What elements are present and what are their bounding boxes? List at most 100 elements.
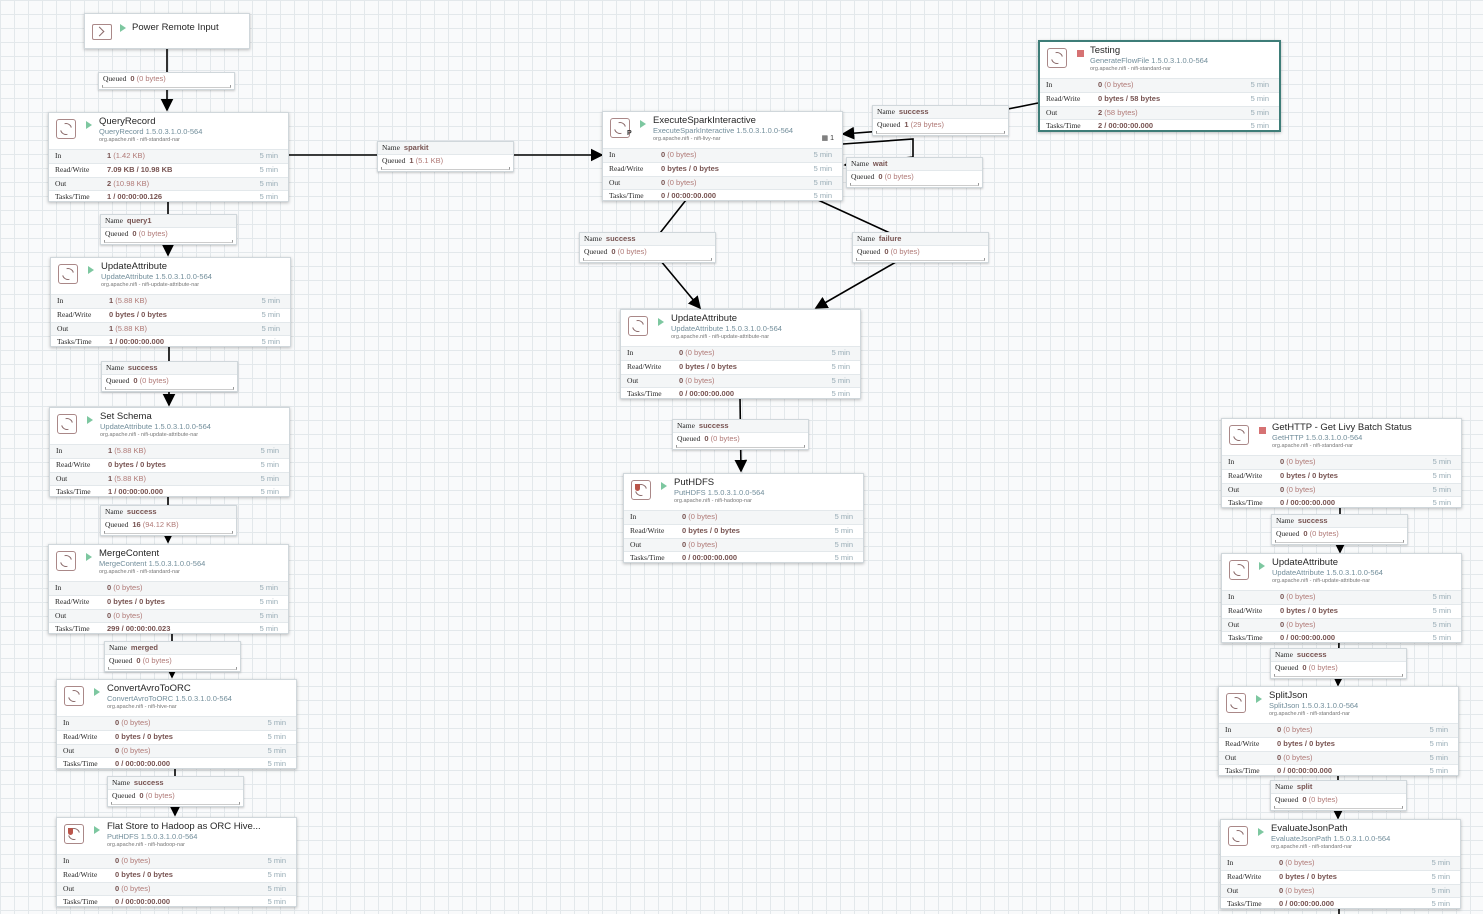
stat-value: 2 / 00:00:00.000 [1098,121,1154,131]
stat-window: 5 min [813,191,832,201]
stat-label: Out [55,178,67,188]
queued-count: 0 [130,74,135,83]
processor-name: Flat Store to Hadoop as ORC Hive... [107,821,261,832]
restricted-shield-icon [635,484,640,491]
stat-value: 0 (0 bytes) [107,583,143,592]
stat-window: 5 min [259,596,278,606]
processor-bundle: org.apache.nifi - nifi-standard-nar [1272,443,1354,449]
queued-label: Queued [106,376,130,385]
processor-flatstore[interactable]: Flat Store to Hadoop as ORC Hive... PutH… [56,817,297,907]
stat-label: Tasks/Time [55,624,90,634]
processor-splitjson[interactable]: SplitJson SplitJson 1.5.0.3.1.0.0-564 or… [1218,686,1459,776]
queued-count: 0 [611,247,616,256]
stat-value: 0 (0 bytes) [679,348,715,357]
processor-icon [1047,48,1067,68]
restricted-shield-icon [68,828,73,835]
queue-bar [104,531,233,534]
processor-type: ConvertAvroToORC 1.5.0.3.1.0.0-564 [107,694,232,703]
stat-label: Tasks/Time [630,553,665,563]
stat-label: Out [55,610,67,620]
stat-window: 5 min [1432,619,1451,629]
relationship-name: success [698,421,729,430]
processor-mergecontent[interactable]: MergeContent MergeContent 1.5.0.3.1.0.0-… [48,544,289,634]
processor-updateattr1[interactable]: UpdateAttribute UpdateAttribute 1.5.0.3.… [50,257,291,347]
input-port-power-remote[interactable]: Power Remote Input [84,13,250,49]
processor-setschema[interactable]: Set Schema UpdateAttribute 1.5.0.3.1.0.0… [49,407,290,497]
processor-gethttp[interactable]: GetHTTP - Get Livy Batch Status GetHTTP … [1221,418,1462,508]
stat-value: 0 bytes / 58 bytes [1098,93,1161,103]
stat-label: Out [1046,107,1058,117]
stat-row-tasks: Tasks/Time 1 / 00:00:00.000 5 min [50,485,289,499]
stat-label: Read/Write [1046,93,1081,103]
processor-bundle: org.apache.nifi - nifi-standard-nar [1090,66,1172,72]
queued-label: Queued [677,434,701,443]
processor-icon [1226,693,1246,713]
stat-row-in: In 1 (5.88 KB) 5 min [50,444,289,458]
stat-row-in: In 0 (0 bytes) 5 min [1221,856,1460,870]
processor-updateattr3[interactable]: UpdateAttribute UpdateAttribute 1.5.0.3.… [1221,553,1462,643]
stat-window: 5 min [834,553,853,563]
stat-row-out: Out 0 (0 bytes) 5 min [49,608,288,623]
stat-window: 5 min [1429,738,1448,748]
stat-value: 1 / 00:00:00.126 [107,192,163,202]
processor-testing[interactable]: Testing GenerateFlowFile 1.5.0.3.1.0.0-5… [1038,40,1281,132]
running-icon [86,553,92,561]
name-label: Name [382,143,400,152]
stat-label: Out [630,539,642,549]
queued-count: 0 [132,229,137,238]
stat-value: 0 bytes / 0 bytes [115,869,173,879]
stat-row-out: Out 1 (5.88 KB) 5 min [51,321,290,336]
queued-count: 1 [904,120,909,129]
processor-updateattr2[interactable]: UpdateAttribute UpdateAttribute 1.5.0.3.… [620,309,861,399]
stat-row-out: Out 0 (0 bytes) 5 min [1222,617,1461,632]
stat-row-tasks: Tasks/Time 0 / 00:00:00.000 5 min [57,895,296,909]
processor-evaljson[interactable]: EvaluateJsonPath EvaluateJsonPath 1.5.0.… [1220,819,1461,909]
processor-spark[interactable]: P ExecuteSparkInteractive ExecuteSparkIn… [602,111,843,201]
stat-row-out: Out 0 (0 bytes) 5 min [1221,883,1460,898]
queued-label: Queued [877,120,901,129]
stat-label: Tasks/Time [1228,498,1263,508]
stat-label: Tasks/Time [1225,766,1260,776]
stat-window: 5 min [267,731,286,741]
processor-type: GetHTTP 1.5.0.3.1.0.0-564 [1272,433,1363,442]
processor-type: EvaluateJsonPath 1.5.0.3.1.0.0-564 [1271,834,1391,843]
processor-convertorc[interactable]: ConvertAvroToORC ConvertAvroToORC 1.5.0.… [56,679,297,769]
queue-bar [102,85,231,88]
name-label: Name [877,107,895,116]
processor-icon [56,119,76,139]
processor-queryrecord[interactable]: QueryRecord QueryRecord 1.5.0.3.1.0.0-56… [48,112,289,202]
stat-value: 1 (5.88 KB) [108,446,146,455]
stat-label: In [63,856,70,865]
processor-puthdfs[interactable]: PutHDFS PutHDFS 1.5.0.3.1.0.0-564 org.ap… [623,473,864,563]
stat-row-rw: Read/Write 7.09 KB / 10.98 KB 5 min [49,162,288,177]
queued-label: Queued [1276,529,1300,538]
stat-label: In [56,446,63,455]
stat-row-out: Out 2 (58 bytes) 5 min [1040,105,1279,120]
processor-type: QueryRecord 1.5.0.3.1.0.0-564 [99,127,203,136]
stat-value: 1 (5.88 KB) [108,473,146,483]
stat-row-in: In 0 (0 bytes) 5 min [1222,455,1461,469]
queued-size: (0 bytes) [1309,529,1339,538]
stat-window: 5 min [1250,80,1269,89]
queued-count: 0 [704,434,709,443]
queued-count: 0 [1302,663,1307,672]
running-icon [658,318,664,326]
processor-icon [1228,826,1248,846]
stat-window: 5 min [1429,766,1448,776]
stat-row-rw: Read/Write 0 bytes / 0 bytes 5 min [624,523,863,538]
